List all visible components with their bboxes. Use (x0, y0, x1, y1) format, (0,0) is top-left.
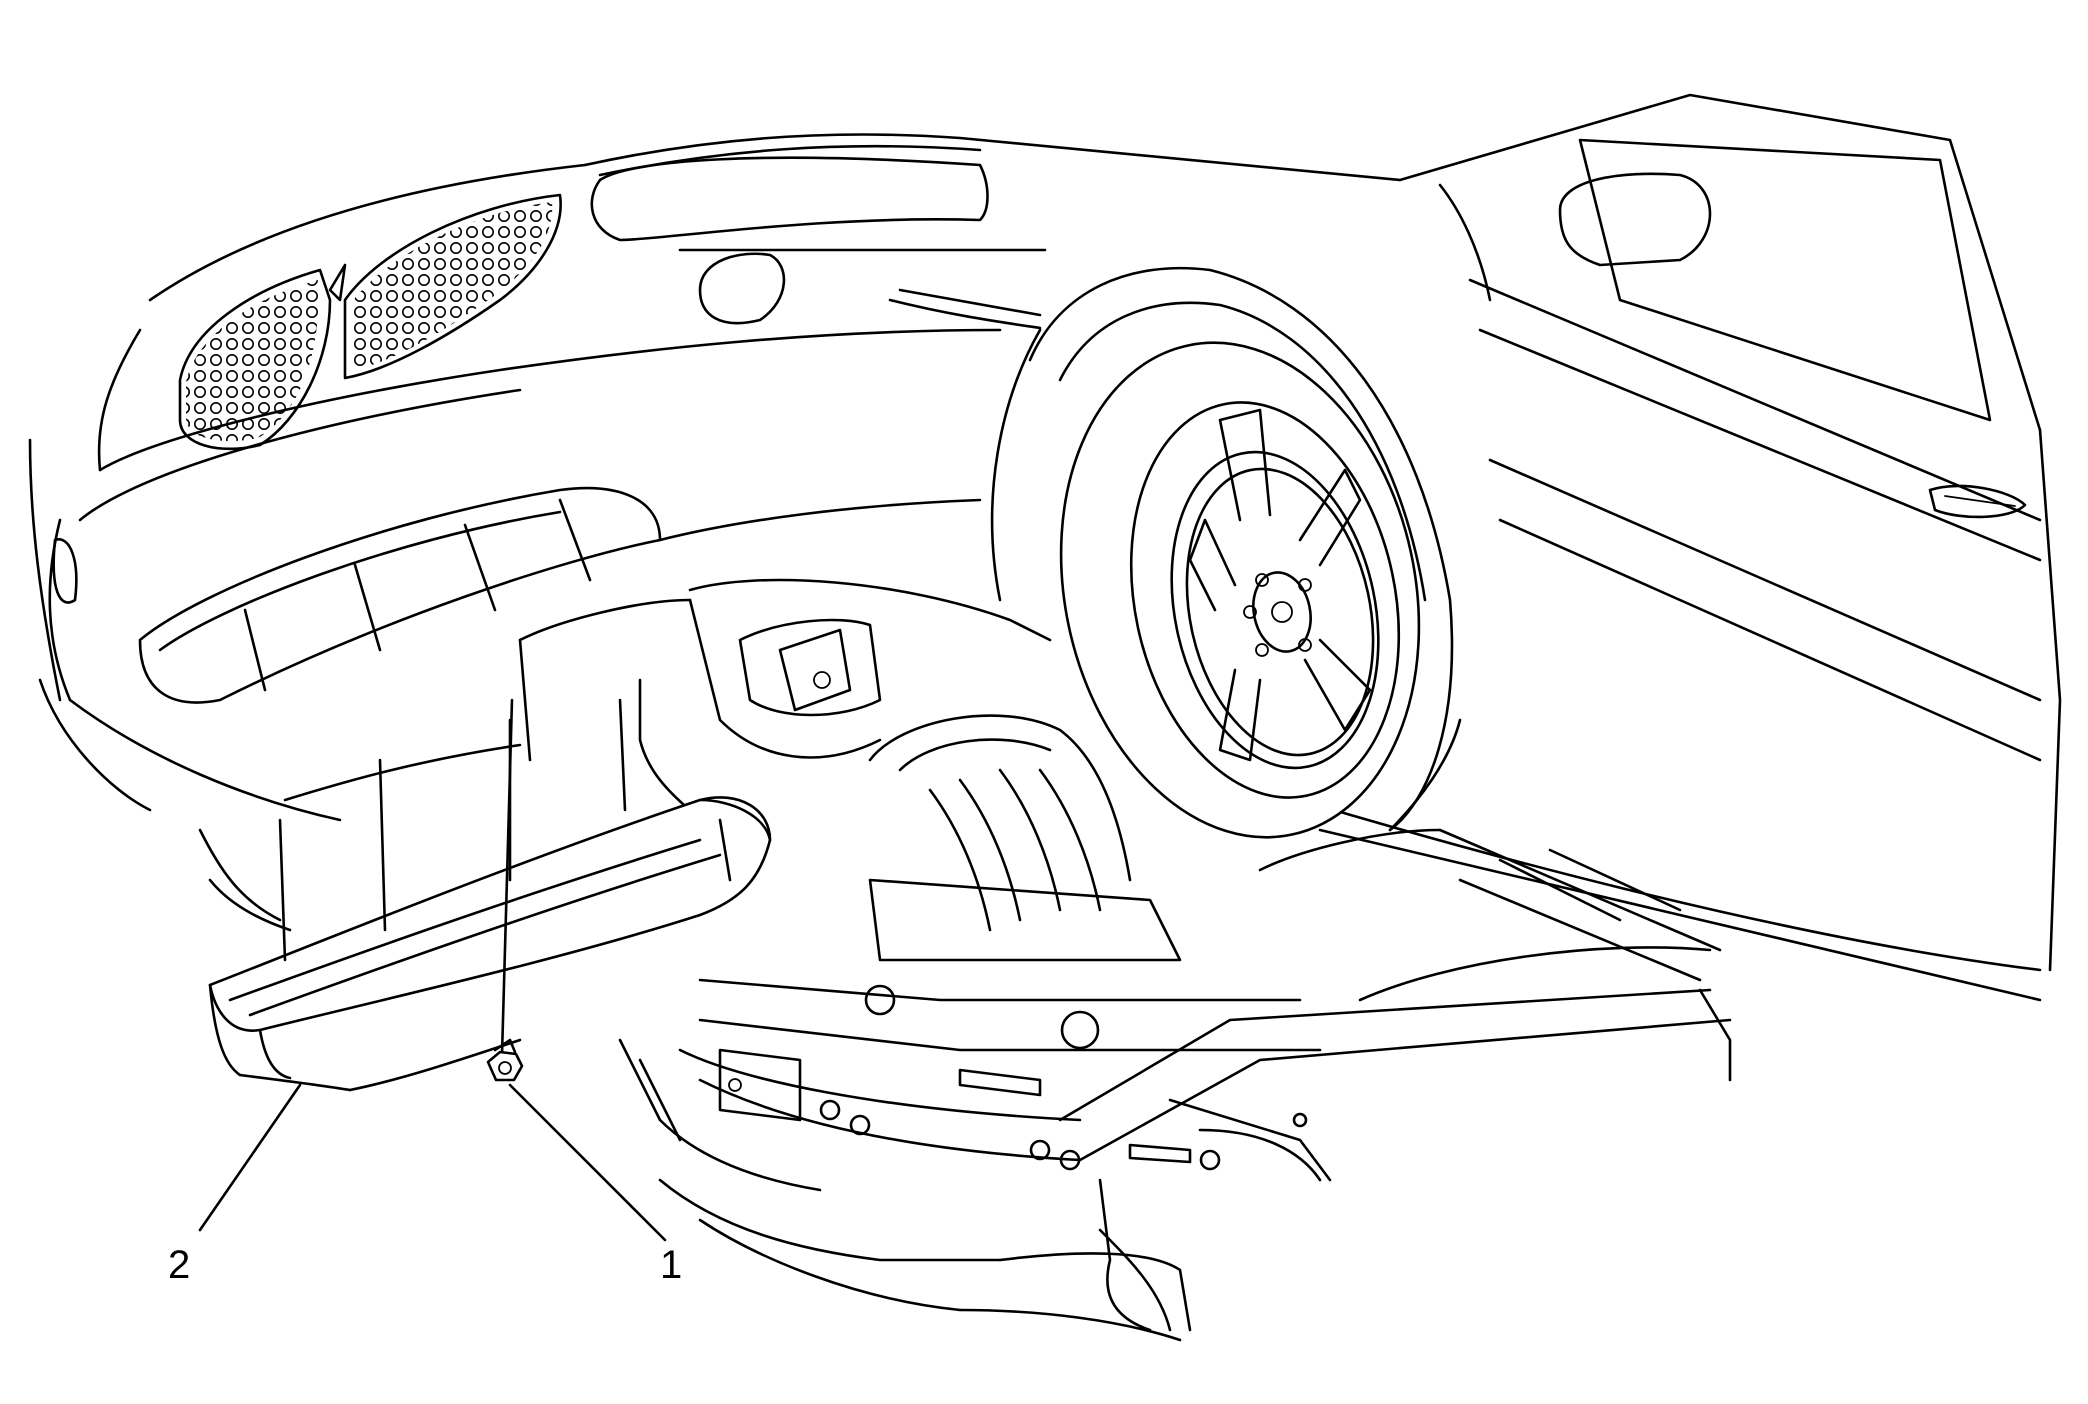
callout-1: 1 (508, 1083, 682, 1287)
callout-2-label: 2 (168, 1243, 190, 1287)
fastener-bolt (486, 698, 524, 1082)
callout-1-leader (508, 1083, 667, 1242)
callout-1-label: 1 (660, 1243, 682, 1287)
callout-2: 2 (168, 1083, 302, 1287)
callout-2-leader (198, 1083, 302, 1232)
underbody-frame (518, 578, 1732, 1342)
front-fascia (28, 133, 1402, 932)
body-side (1298, 93, 2062, 1002)
front-wheel (990, 266, 1462, 839)
front-air-deflector (208, 698, 772, 1092)
